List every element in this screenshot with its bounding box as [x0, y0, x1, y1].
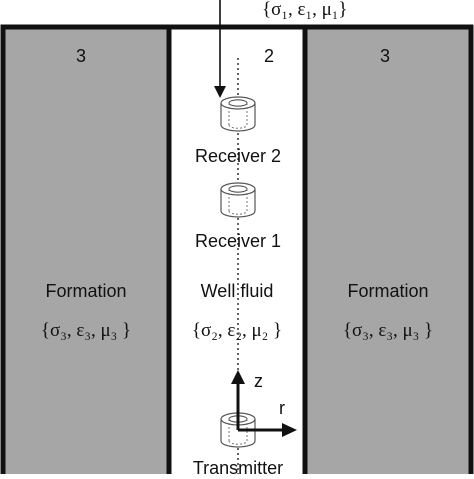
right-region-params: {σ₃, ε₃, μ₃ }	[342, 320, 434, 341]
center-region-params: {σ₂, ε₂, μ₂ }	[191, 320, 283, 341]
left-region-number: 3	[76, 46, 87, 66]
r-axis-head	[282, 423, 297, 437]
receiver-2-coil	[220, 96, 256, 132]
right-region-number: 3	[380, 46, 391, 66]
z-axis-label: z	[254, 371, 263, 391]
incident-arrow-head	[214, 86, 226, 98]
left-region-name: Formation	[45, 281, 127, 301]
z-axis-head	[231, 370, 245, 384]
formation-left-region	[0, 24, 172, 479]
outer-medium-params: {σ₁, ε₁, μ₁}	[262, 0, 348, 20]
receiver-1-coil	[220, 182, 256, 218]
center-region-number: 2	[264, 46, 275, 66]
receiver-2-label: Receiver 2	[194, 146, 282, 166]
right-region-name: Formation	[347, 281, 429, 301]
receiver-1-label: Receiver 1	[194, 231, 282, 251]
r-axis-label: r	[279, 398, 285, 418]
formation-right-region	[302, 24, 474, 479]
center-region-name: Well fluid	[200, 281, 274, 301]
transmitter-label: Transmitter	[192, 458, 284, 478]
left-region-params: {σ₃, ε₃, μ₃ }	[40, 320, 132, 341]
